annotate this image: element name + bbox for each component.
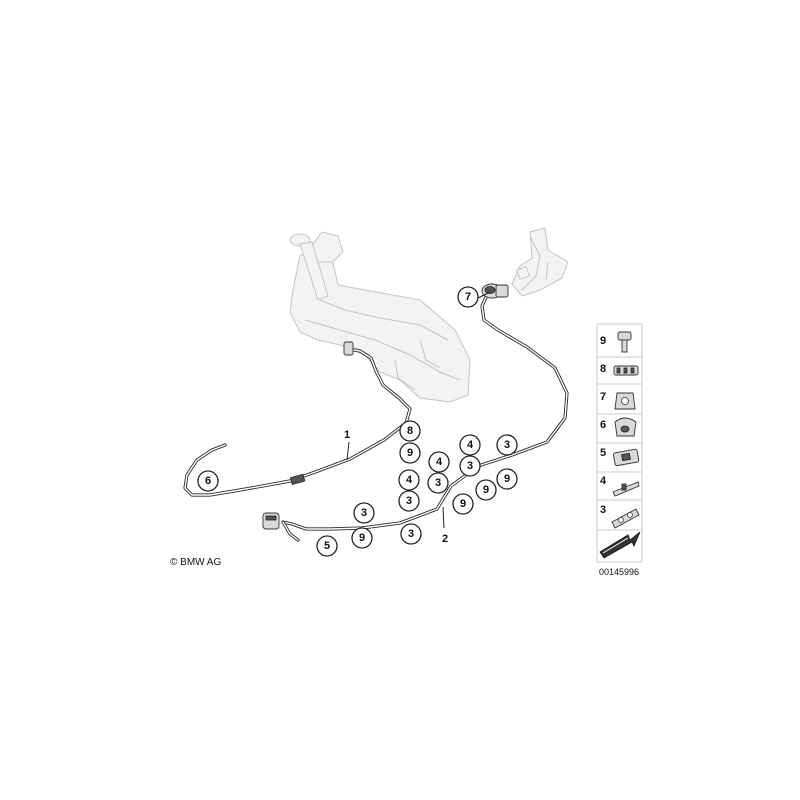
svg-text:7: 7	[465, 291, 471, 303]
callout: 6	[197, 470, 219, 492]
bolt-icon	[617, 331, 632, 353]
fuel-pipe-2	[262, 283, 569, 542]
fuel-pipe-1	[183, 341, 412, 497]
svg-text:3: 3	[361, 507, 367, 519]
callout: 9	[399, 442, 421, 464]
cap-icon	[614, 417, 637, 437]
callout: 9	[496, 468, 518, 490]
pipe-connector-fitting	[262, 512, 280, 530]
callout: 3	[398, 490, 420, 512]
drawing-number: 00145996	[599, 567, 639, 577]
svg-text:3: 3	[408, 528, 414, 540]
svg-text:8: 8	[407, 425, 413, 437]
double-clip-icon	[611, 508, 640, 529]
callout: 4	[398, 469, 420, 491]
legend-number: 6	[600, 419, 606, 431]
grommet-icon	[614, 392, 636, 410]
callout: 3	[353, 502, 375, 524]
svg-text:9: 9	[460, 498, 466, 510]
svg-text:9: 9	[504, 473, 510, 485]
callout: 9	[475, 479, 497, 501]
legend-number: 4	[600, 475, 607, 487]
svg-text:4: 4	[467, 439, 474, 451]
legend-number: 7	[600, 391, 606, 403]
svg-text:3: 3	[435, 477, 441, 489]
callout: 3	[459, 455, 481, 477]
callout: 9	[452, 493, 474, 515]
holder-icon	[613, 448, 640, 467]
svg-text:9: 9	[359, 532, 365, 544]
callout: 5	[316, 535, 338, 557]
svg-text:9: 9	[483, 484, 489, 496]
leader-lines	[346, 291, 491, 529]
legend-number: 3	[600, 504, 606, 516]
clamp-icon	[612, 481, 640, 497]
svg-text:4: 4	[436, 456, 443, 468]
callout: 9	[351, 527, 373, 549]
svg-text:5: 5	[324, 540, 330, 552]
copyright-text: © BMW AG	[170, 557, 221, 568]
svg-text:9: 9	[407, 447, 413, 459]
svg-text:3: 3	[467, 460, 473, 472]
callout: 7	[457, 286, 479, 308]
forward-arrow-icon	[599, 531, 641, 559]
legend-panel: 9 8 7 6 5 4	[596, 323, 643, 563]
pipe-label-1: 1	[344, 429, 350, 441]
svg-text:4: 4	[406, 474, 413, 486]
callout: 4	[428, 451, 450, 473]
tank-connector-fitting	[481, 283, 509, 299]
svg-text:3: 3	[406, 495, 412, 507]
svg-text:6: 6	[205, 475, 211, 487]
clip-strip-icon	[613, 365, 639, 376]
pipe-label-2: 2	[442, 533, 448, 545]
callout: 8	[399, 420, 421, 442]
legend-number: 8	[600, 363, 606, 375]
callout: 3	[427, 472, 449, 494]
legend-number: 5	[600, 447, 606, 459]
callout: 3	[496, 434, 518, 456]
callout: 3	[400, 523, 422, 545]
callout: 4	[459, 434, 481, 456]
fuel-tank-outline	[289, 231, 471, 403]
bracket-outline	[511, 227, 569, 297]
svg-text:3: 3	[504, 439, 510, 451]
legend-number: 9	[600, 335, 606, 347]
